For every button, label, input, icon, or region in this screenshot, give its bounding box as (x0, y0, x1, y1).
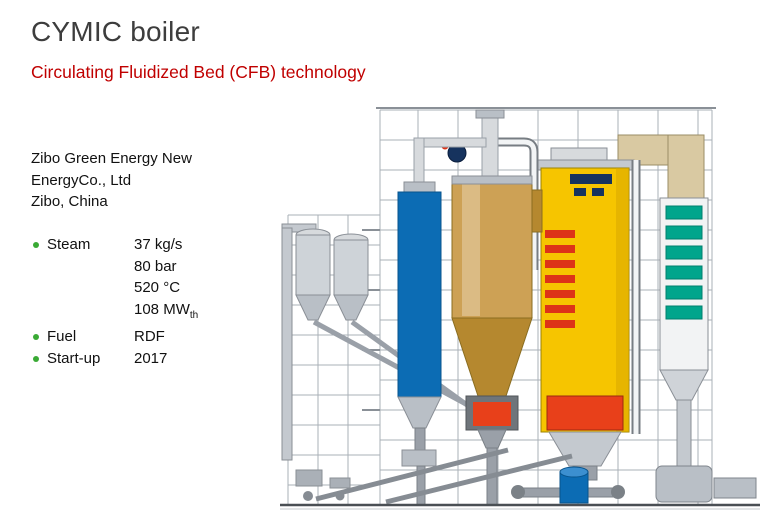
bullet-icon (33, 355, 39, 362)
spec-value: 108 MWth (134, 300, 199, 321)
spec-row-steam: Steam 37 kg/s (31, 234, 198, 256)
customer-line-3: Zibo, China (31, 193, 108, 210)
spec-value: 520 °C (134, 279, 181, 297)
steam-piping (496, 137, 641, 434)
loop-seal (465, 395, 519, 506)
furnace-body (540, 167, 630, 433)
cyclone-lid (451, 175, 533, 185)
furnace-penthouse (550, 147, 608, 161)
auxiliary-equipment (295, 469, 351, 501)
spec-row-fuel: Fuel RDF (31, 326, 198, 348)
backpass (659, 197, 709, 471)
bullet-icon (33, 241, 39, 248)
customer-line-1: Zibo Green Energy New (31, 150, 192, 167)
page-title: CYMIC boiler (31, 16, 200, 47)
crossover-duct (617, 134, 705, 208)
conveyors (315, 447, 573, 505)
spec-row-steam-power: 108 MWth (31, 299, 198, 327)
ground-line (280, 503, 760, 510)
bottom-ash-vessel (559, 466, 589, 504)
spec-row-steam-pressure: 80 bar (31, 256, 198, 278)
bullet-icon (33, 334, 39, 341)
fuel-silo-left (295, 228, 331, 321)
cyclone-separator (451, 109, 543, 506)
page-subtitle: Circulating Fluidized Bed (CFB) technolo… (31, 62, 366, 82)
fuel-chutes (312, 319, 476, 413)
spec-row-startup: Start-up 2017 (31, 348, 198, 370)
flue-gas-downduct (676, 399, 692, 471)
spec-row-steam-temperature: 520 °C (31, 277, 198, 299)
boiler-diagram (280, 107, 760, 510)
customer-line-2: EnergyCo., Ltd (31, 171, 132, 189)
superheater-panels (545, 230, 575, 328)
spec-label: Start-up (47, 349, 101, 367)
spec-label: Steam (47, 236, 91, 253)
furnace-bed (546, 395, 624, 431)
customer-block: Zibo Green Energy New EnergyCo., Ltd Zib… (31, 148, 192, 213)
steam-headers (570, 174, 612, 196)
flue-gas-fan (655, 465, 757, 503)
fuel-silo-right (333, 233, 369, 321)
unit-subscript: th (189, 309, 199, 321)
cyclone-barrel (451, 181, 533, 319)
spec-value: 37 kg/s (134, 236, 183, 253)
heat-exchanger-banks (665, 205, 703, 320)
spec-value: 2017 (134, 349, 168, 367)
backpass-hopper (659, 369, 709, 401)
spec-list: Steam 37 kg/s 80 bar 520 °C 108 MWth Fue… (31, 234, 198, 370)
spec-label: Fuel (47, 328, 77, 346)
spec-value: RDF (134, 328, 165, 346)
flue-gas-duct (397, 137, 487, 506)
spec-value: 80 bar (134, 257, 177, 275)
cyclone-cone (451, 317, 533, 397)
